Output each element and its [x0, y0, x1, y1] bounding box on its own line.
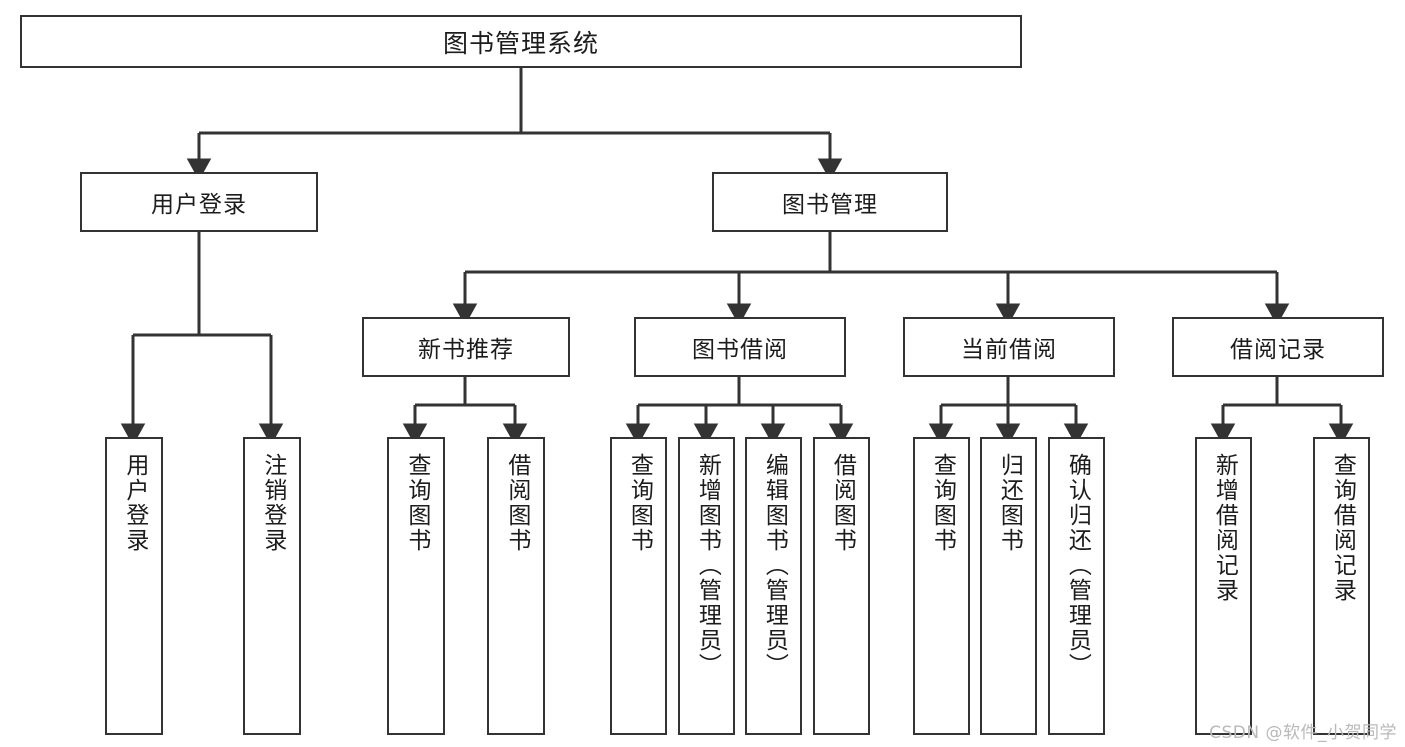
node-current-borrow-label: 当前借阅	[961, 337, 1057, 363]
leaf-borrow-query-book-label: 查询图书	[626, 453, 653, 553]
leaf-borrow-query-book[interactable]: 查询图书	[610, 437, 667, 735]
node-new-book-recommend[interactable]: 新书推荐	[362, 317, 570, 377]
leaf-record-add-record[interactable]: 新增借阅记录	[1195, 437, 1252, 735]
node-borrow-record[interactable]: 借阅记录	[1172, 317, 1384, 377]
node-user-login-label: 用户登录	[151, 192, 247, 218]
leaf-record-add-record-label: 新增借阅记录	[1211, 453, 1238, 603]
node-book-borrow-label: 图书借阅	[692, 337, 788, 363]
leaf-borrow-add-book-admin-label: 新增图书（管理员）	[694, 453, 721, 678]
leaf-user-login[interactable]: 用户登录	[105, 437, 163, 735]
node-book-management-label: 图书管理	[782, 192, 878, 218]
node-borrow-record-label: 借阅记录	[1230, 337, 1326, 363]
leaf-newbook-borrow-book[interactable]: 借阅图书	[487, 437, 545, 735]
node-book-management[interactable]: 图书管理	[712, 172, 948, 232]
leaf-newbook-borrow-book-label: 借阅图书	[503, 453, 530, 553]
node-current-borrow[interactable]: 当前借阅	[903, 317, 1115, 377]
node-book-borrow[interactable]: 图书借阅	[634, 317, 846, 377]
leaf-user-login-label: 用户登录	[121, 453, 148, 553]
leaf-newbook-query-book-label: 查询图书	[403, 453, 430, 553]
leaf-current-return-book[interactable]: 归还图书	[980, 437, 1037, 735]
leaf-current-return-book-label: 归还图书	[996, 453, 1023, 553]
leaf-borrow-edit-book-admin-label: 编辑图书（管理员）	[761, 453, 788, 678]
leaf-user-logout[interactable]: 注销登录	[243, 437, 301, 735]
leaf-record-query-record-label: 查询借阅记录	[1329, 453, 1356, 603]
node-root[interactable]: 图书管理系统	[20, 15, 1022, 68]
leaf-borrow-edit-book-admin[interactable]: 编辑图书（管理员）	[745, 437, 802, 735]
leaf-current-query-book-label: 查询图书	[929, 453, 956, 553]
leaf-newbook-query-book[interactable]: 查询图书	[387, 437, 445, 735]
watermark: CSDN @软件_小贺同学	[1209, 723, 1397, 743]
leaf-borrow-add-book-admin[interactable]: 新增图书（管理员）	[678, 437, 735, 735]
node-root-label: 图书管理系统	[442, 28, 599, 58]
leaf-current-confirm-return-admin[interactable]: 确认归还（管理员）	[1048, 437, 1105, 735]
leaf-current-confirm-return-admin-label: 确认归还（管理员）	[1064, 453, 1091, 678]
leaf-borrow-borrow-book-label: 借阅图书	[829, 453, 856, 553]
leaf-current-query-book[interactable]: 查询图书	[913, 437, 970, 735]
leaf-borrow-borrow-book[interactable]: 借阅图书	[813, 437, 870, 735]
node-new-book-recommend-label: 新书推荐	[418, 337, 514, 363]
leaf-record-query-record[interactable]: 查询借阅记录	[1313, 437, 1370, 735]
leaf-user-logout-label: 注销登录	[259, 453, 286, 553]
node-user-login[interactable]: 用户登录	[80, 172, 318, 232]
